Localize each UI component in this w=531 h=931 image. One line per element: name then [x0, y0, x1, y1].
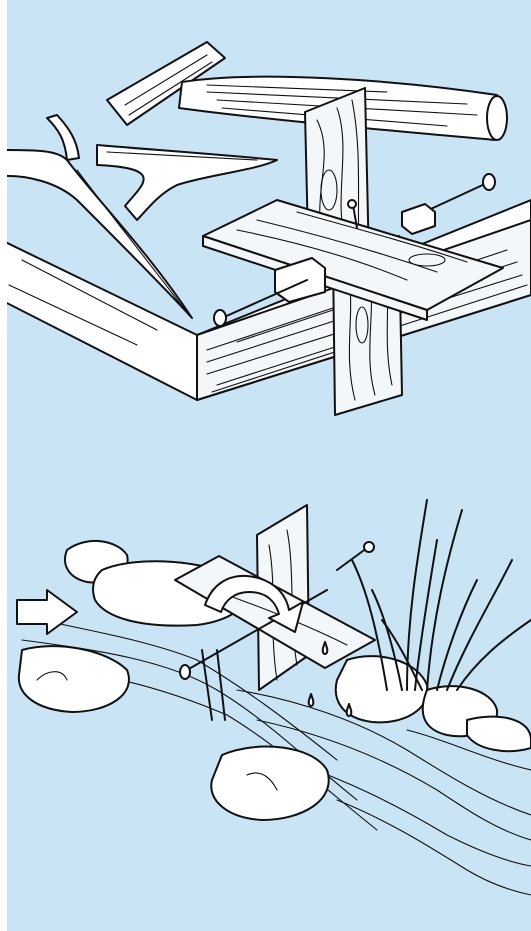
illustration-panel	[7, 0, 531, 931]
illustration-svg	[7, 0, 531, 931]
